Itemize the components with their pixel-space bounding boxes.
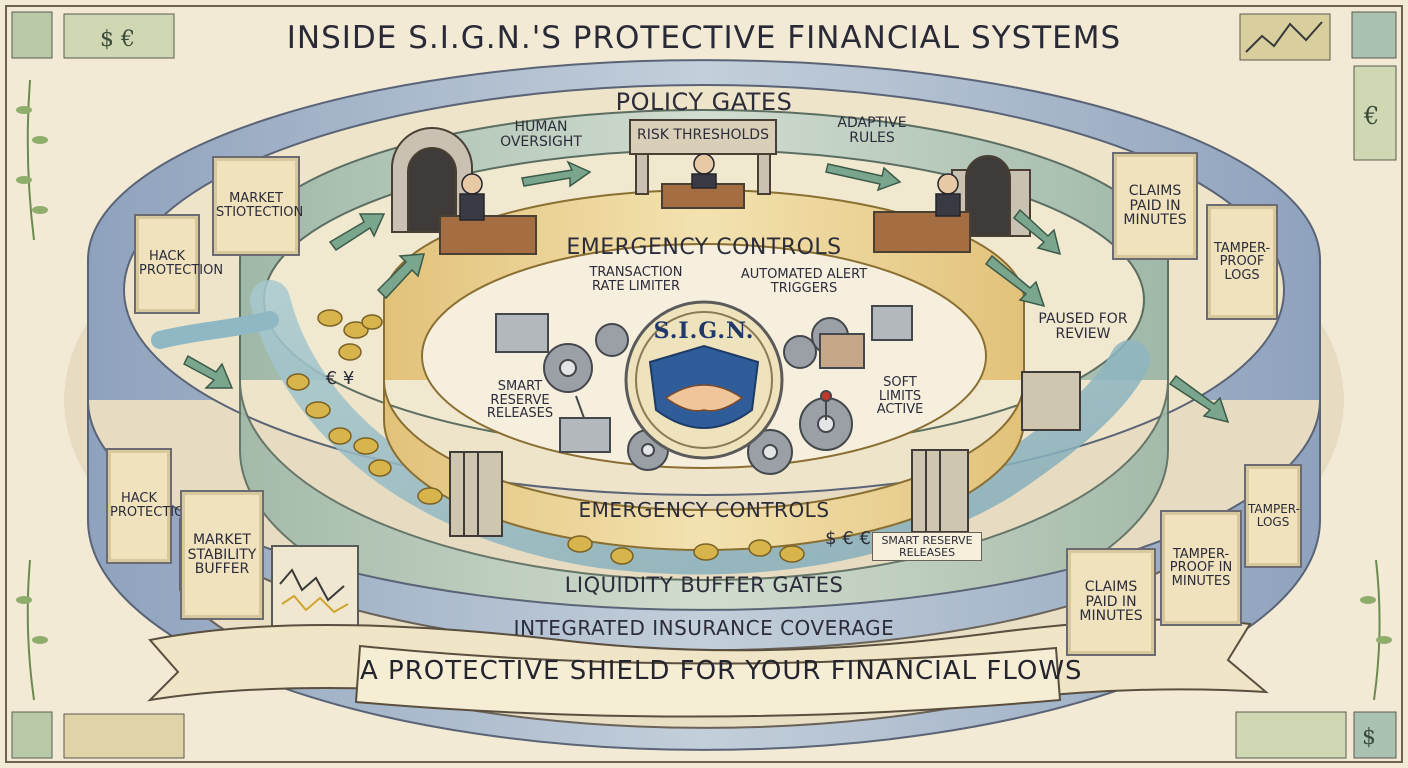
emergency-controls-top-label: EMERGENCY CONTROLS [566,235,842,260]
panel-claims-paid-front: CLAIMS PAID IN MINUTES [1066,548,1156,656]
panel-tamper-proof-front: TAMPER-PROOF IN MINUTES [1160,510,1242,626]
adaptive-rules-label: ADAPTIVE RULES [837,115,907,146]
panel-claims-paid-back: CLAIMS PAID IN MINUTES [1112,152,1198,260]
panel-text: CLAIMS PAID IN MINUTES [1123,182,1187,229]
page-title: INSIDE S.I.G.N.'s PROTECTIVE FINANCIAL S… [286,20,1122,56]
panel-text: CLAIMS PAID IN MINUTES [1079,578,1143,625]
panel-tamper-proof-back: TAMPER-PROOF LOGS [1206,204,1278,320]
emergency-controls-bottom-label: EMERGENCY CONTROLS [578,498,830,522]
risk-thresholds-label: RISK THRESHOLDS [637,127,769,143]
paused-for-review-label: PAUSED FOR REVIEW [1038,311,1128,342]
policy-gate-desks [391,119,1031,255]
smart-reserve-releases-label: SMART RESERVE RELEASES [486,379,554,422]
barrier-gate [449,371,1081,537]
panel-text: HACK PROTECTION [139,249,224,278]
panel-text: TAMPER-LOGS [1248,502,1300,529]
svg-text:$: $ [1362,725,1376,750]
policy-gates-label: POLICY GATES [615,88,793,116]
banner-center [354,644,1062,718]
panel-text: TAMPER-PROOF IN MINUTES [1169,546,1233,589]
panel-text: MARKET STIOTECTION [216,191,304,220]
panel-market-stability-front: MARKET STABILITY BUFFER [180,490,264,620]
currency-bottom: $ € € [825,528,871,549]
svg-text:€: € [1363,102,1379,130]
banner-text: A PROTECTIVE SHIELD FOR YOUR FINANCIAL F… [360,656,1083,686]
sign-seal [624,300,784,460]
coin-icons [286,309,805,565]
corner-decorations: $ € € $ [11,11,1397,759]
svg-text:$ €: $ € [100,27,135,52]
page-frame [5,5,1403,763]
panel-hack-protection-back: HACK PROTECTION [134,214,224,314]
control-devices [495,305,913,453]
panel-text: HACK PROTECTION [110,491,195,520]
panel-text: TAMPER-PROOF LOGS [1213,240,1271,283]
transaction-rate-limiter-label: TRANSACTION RATE LIMITER [589,265,683,294]
integrated-insurance-label: INTEGRATED INSURANCE COVERAGE [513,616,895,640]
soft-limits-active-label: SOFT LIMITS ACTIVE [876,375,924,418]
smart-reserve-tag: SMART RESERVE RELEASES [872,532,982,562]
handshake-icon [664,384,744,412]
liquidity-buffer-gates-label: LIQUIDITY BUFFER GATES [564,573,844,597]
human-oversight-label: HUMAN OVERSIGHT [500,119,582,150]
panel-hack-protection-front: HACK PROTECTION [106,448,195,564]
seal-text: S.I.G.N. [653,318,755,344]
panel-tamper-logs-front: TAMPER-LOGS [1244,464,1302,568]
automated-alert-triggers-label: AUTOMATED ALERT TRIGGERS [740,267,868,296]
panel-text: MARKET STABILITY BUFFER [187,531,257,578]
flow-arrows [183,160,1230,424]
inflow-stream [151,311,279,349]
currency-left: € ¥ [325,368,355,389]
panel-market-protection-back: MARKET STIOTECTION [212,156,304,256]
person-icon [459,153,961,221]
